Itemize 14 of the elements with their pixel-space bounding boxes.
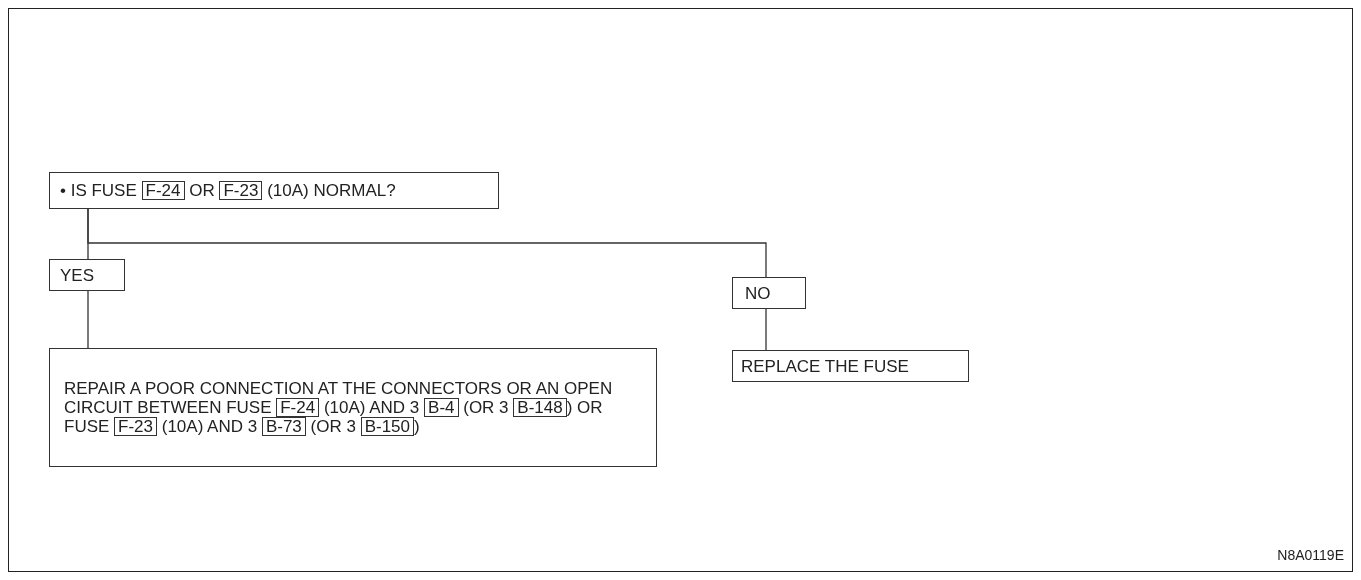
connector-line bbox=[765, 308, 767, 351]
node-text: YES bbox=[60, 265, 95, 285]
connector-line bbox=[87, 208, 767, 278]
answer-box bbox=[732, 277, 806, 309]
node-text: REPAIR A POOR CONNECTION AT THE CONNECTORS OR AN OPEN CIRCUIT BETWEEN FUSE F-24 (10A) AND 3 B-4 (OR 3 B-148) OR FUSE F-23 (10A) AND 3 B-73 (OR 3 B-150) bbox=[64, 379, 614, 436]
action-box bbox=[49, 348, 657, 467]
answer-box bbox=[49, 259, 125, 291]
node-text: NO bbox=[745, 283, 771, 303]
action-box bbox=[732, 350, 969, 382]
connector-line bbox=[87, 290, 89, 349]
figure-code: N8A0119E bbox=[1277, 547, 1344, 563]
node-text: REPLACE THE FUSE bbox=[741, 356, 909, 376]
node-text: • IS FUSE F-24 OR F-23 (10A) NORMAL? bbox=[60, 181, 396, 200]
question-box bbox=[49, 172, 499, 209]
